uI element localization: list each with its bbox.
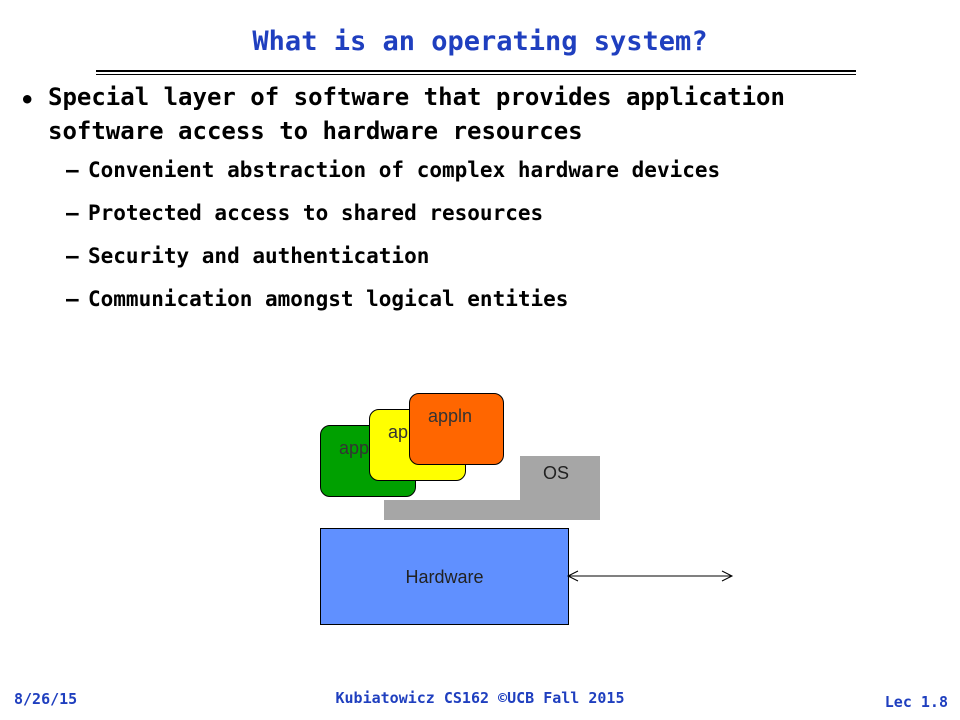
bullet-marker: •	[20, 86, 35, 114]
sub-bullet-4: –Communication amongst logical entities	[66, 287, 568, 311]
footer-date: 8/26/15	[14, 690, 78, 708]
sub-bullet-text: Communication amongst logical entities	[88, 287, 569, 311]
app-box-3: appln	[409, 393, 504, 465]
app-label: appln	[428, 406, 473, 426]
sub-bullet-text: Security and authentication	[88, 244, 430, 268]
footer-lecture: Lec 1.8	[884, 693, 948, 711]
title-underline-thin	[96, 74, 856, 75]
dash: –	[66, 201, 79, 225]
sub-bullet-text: Protected access to shared resources	[88, 201, 544, 225]
dash: –	[66, 287, 79, 311]
title-underline	[96, 70, 856, 72]
dash: –	[66, 244, 79, 268]
slide-title: What is an operating system?	[252, 26, 708, 57]
hardware-label: Hardware	[405, 567, 484, 587]
sub-bullet-1: –Convenient abstraction of complex hardw…	[66, 158, 720, 182]
sub-bullet-text: Convenient abstraction of complex hardwa…	[88, 158, 721, 182]
sub-bullet-2: –Protected access to shared resources	[66, 201, 543, 225]
footer-course: Kubiatowicz CS162 ©UCB Fall 2015	[335, 689, 625, 707]
dash: –	[66, 158, 79, 182]
os-layer-base	[384, 500, 600, 520]
os-label: OS	[543, 463, 570, 483]
bidirectional-arrow	[566, 570, 734, 582]
main-bullet: Special layer of software that provides …	[48, 83, 785, 145]
sub-bullet-3: –Security and authentication	[66, 244, 429, 268]
hardware-box: Hardware	[320, 528, 569, 625]
